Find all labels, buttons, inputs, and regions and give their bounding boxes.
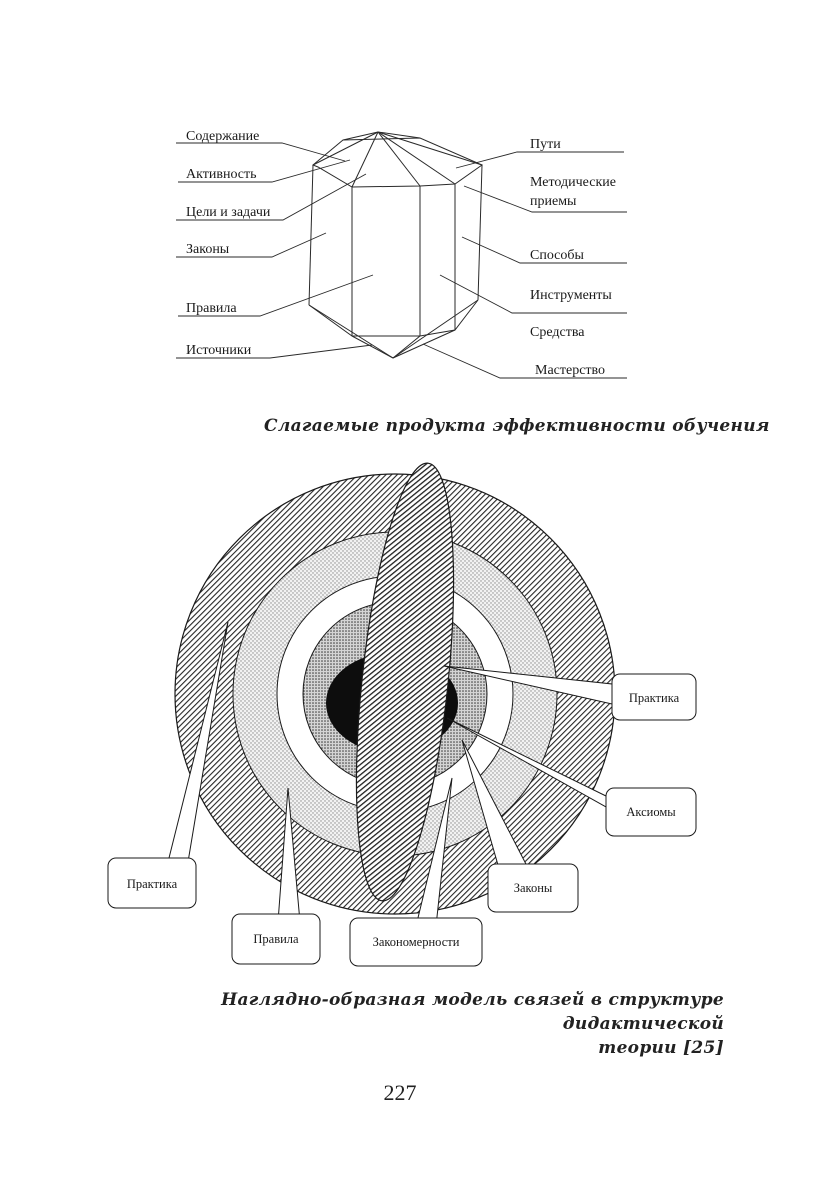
crystal-edge <box>309 165 313 305</box>
label-means: Средства <box>530 325 585 340</box>
callout-text-practice-left: Практика <box>127 877 178 891</box>
label-methodical: Методические <box>530 175 616 190</box>
label-activity: Активность <box>186 167 257 182</box>
crystal-diagram <box>309 132 482 358</box>
label-techniques: приемы <box>530 194 577 209</box>
callout-text-regularities: Закономерности <box>373 935 460 949</box>
label-sources: Источники <box>186 343 252 358</box>
callout-text-laws: Законы <box>514 881 553 895</box>
label-content: Содержание <box>186 129 259 144</box>
label-ways: Способы <box>530 248 585 263</box>
label-paths: Пути <box>530 137 561 152</box>
page-number: 227 <box>370 1080 430 1106</box>
label-laws: Законы <box>186 242 230 257</box>
figure2-caption-line2: теории [25] <box>104 1036 724 1060</box>
label-rules: Правила <box>186 301 237 316</box>
label-instruments: Инструменты <box>530 288 612 303</box>
callout-text-axioms: Аксиомы <box>626 805 676 819</box>
callout-text-rules: Правила <box>253 932 299 946</box>
figure2-caption: Наглядно-образная модель связей в структ… <box>104 988 724 1060</box>
figure1-caption: Слагаемые продукта эффективности обучени… <box>264 416 770 436</box>
label-mastery: Мастерство <box>535 363 605 378</box>
callout-text-practice-right: Практика <box>629 691 680 705</box>
figure2-caption-line1: Наглядно-образная модель связей в структ… <box>104 988 724 1036</box>
label-goals: Цели и задачи <box>186 205 271 220</box>
